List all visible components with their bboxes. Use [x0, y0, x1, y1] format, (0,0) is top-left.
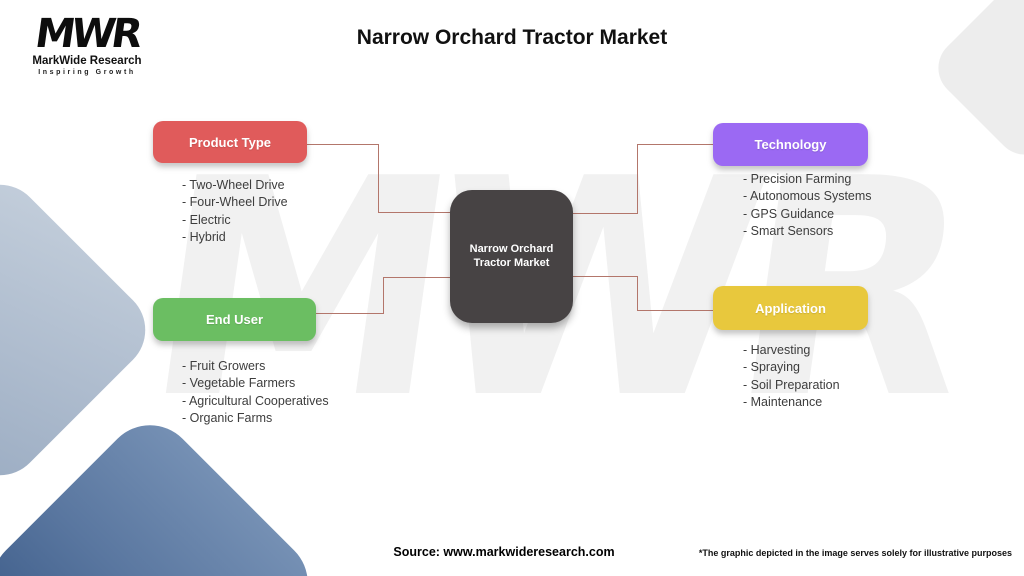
list-item: - Four-Wheel Drive — [182, 195, 288, 210]
list-item: - Vegetable Farmers — [182, 376, 296, 391]
connector-end-user-h2 — [383, 277, 450, 278]
list-item: - Smart Sensors — [743, 224, 834, 239]
list-item: - Two-Wheel Drive — [182, 178, 285, 192]
category-label-application: Application — [755, 300, 826, 316]
category-label-end-user: End User — [205, 312, 264, 327]
connector-end-user-v — [383, 277, 384, 314]
page-title: Narrow Orchard Tractor Market — [356, 26, 668, 49]
central-node-line2: Tractor Market — [473, 256, 550, 269]
category-label-product-type: Product Type — [188, 134, 272, 150]
list-item: - Autonomous Systems — [743, 189, 872, 204]
disclaimer-text: *The graphic depicted in the image serve… — [698, 548, 1012, 558]
list-item: - Soil Preparation — [743, 377, 840, 392]
connector-product-type-h2 — [378, 212, 450, 213]
list-item: - Maintenance — [743, 395, 823, 410]
connector-product-type-v — [378, 144, 379, 213]
connector-product-type-h1 — [307, 144, 378, 145]
list-item: - Hybrid — [182, 230, 226, 245]
list-item: - Organic Farms — [182, 411, 273, 426]
category-list-product-type: - Two-Wheel Drive - Four-Wheel Drive - E… — [182, 177, 288, 247]
category-list-application: - Harvesting - Spraying - Soil Preparati… — [743, 342, 840, 412]
category-box-product-type: Product Type — [153, 121, 307, 163]
category-box-technology: Technology — [713, 123, 868, 166]
list-item: - Fruit Growers — [182, 359, 266, 373]
category-list-technology: - Precision Farming - Autonomous Systems… — [743, 171, 872, 241]
list-item: - Agricultural Cooperatives — [182, 393, 329, 408]
connector-application-h1 — [573, 276, 638, 277]
list-item: - Precision Farming — [743, 172, 852, 186]
category-box-application: Application — [713, 286, 868, 330]
logo-tagline: Inspiring Growth — [38, 69, 136, 76]
list-item: - GPS Guidance — [743, 206, 835, 221]
connector-technology-h1 — [573, 213, 638, 214]
category-list-end-user: - Fruit Growers - Vegetable Farmers - Ag… — [182, 358, 329, 428]
connector-technology-v — [637, 144, 638, 214]
list-item: - Spraying — [743, 360, 800, 375]
source-text: Source: www.markwideresearch.com — [393, 545, 615, 559]
logo-mwr-monogram: MWR — [32, 11, 142, 57]
list-item: - Electric — [182, 212, 231, 227]
markwide-research-logo: MWR MarkWide Research Inspiring Growth — [22, 11, 152, 76]
connector-application-v — [637, 276, 638, 311]
central-node-narrow-orchard-tractor-market: Narrow Orchard Tractor Market — [450, 190, 573, 323]
connector-application-h2 — [637, 310, 713, 311]
category-box-end-user: End User — [153, 298, 316, 341]
connector-end-user-h1 — [316, 313, 383, 314]
list-item: - Harvesting — [743, 343, 811, 357]
connector-technology-h2 — [637, 144, 713, 145]
central-node-line1: Narrow Orchard — [469, 243, 554, 255]
logo-company-name: MarkWide Research — [32, 55, 142, 67]
category-label-technology: Technology — [754, 137, 827, 152]
